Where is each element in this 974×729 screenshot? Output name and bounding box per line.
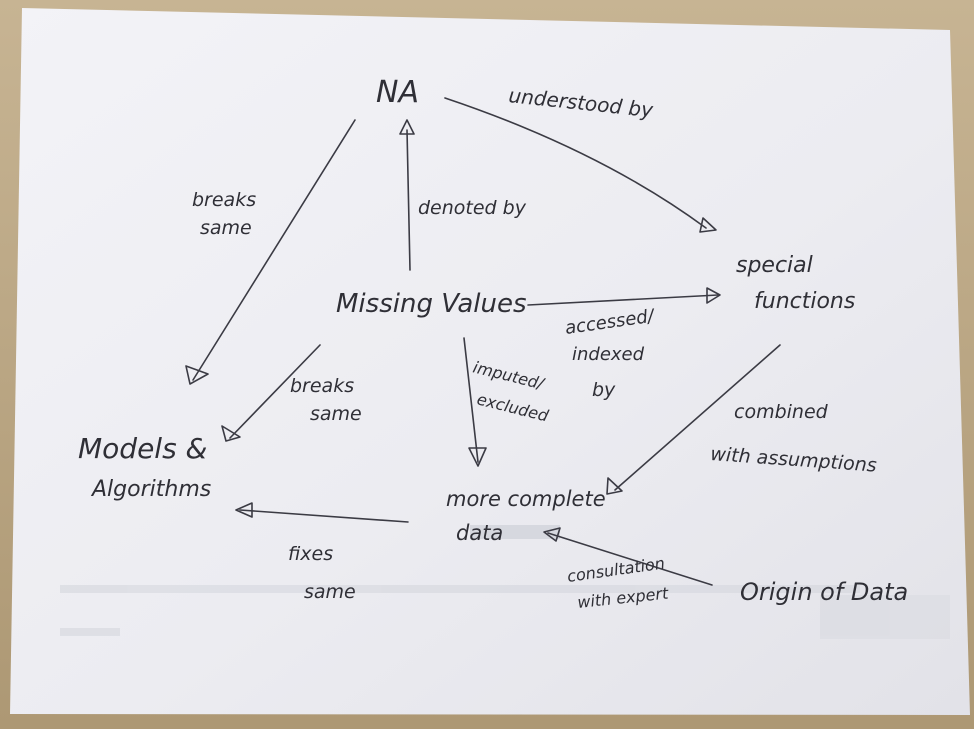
label-understood-by: understood by <box>507 83 655 122</box>
arrow-na-to-models <box>192 119 356 381</box>
node-more-complete-line2: data <box>456 521 503 545</box>
show-through-line-2 <box>60 628 120 636</box>
arrow-missing-to-more <box>463 337 479 463</box>
node-special-line2: functions <box>754 289 855 314</box>
arrow-special-to-more <box>614 344 781 491</box>
paper-surface <box>10 8 970 715</box>
label-denoted-by: denoted by <box>418 197 527 219</box>
node-special-line1: special <box>736 253 813 278</box>
node-missing-values: Missing Values <box>336 289 527 319</box>
show-through-block <box>470 525 560 539</box>
label-fixes-2: same <box>304 581 356 603</box>
label-fixes-1: fixes <box>288 543 333 565</box>
arrow-missing-to-models <box>229 344 321 439</box>
arrow-more-to-models <box>239 509 409 523</box>
node-na: NA <box>376 75 419 110</box>
node-models-line1: Models & <box>78 432 207 465</box>
label-imputed-1: imputed/ <box>471 357 547 393</box>
label-accessed-2: indexed <box>572 344 645 365</box>
label-combined-1: combined <box>734 401 829 423</box>
arrow-origin-to-more <box>547 532 713 586</box>
arrowhead-special-more <box>606 477 623 495</box>
arrowhead-missing-more <box>468 447 487 467</box>
arrowhead-missing-models <box>221 425 241 442</box>
arrowhead-missing-special <box>706 287 721 304</box>
label-combined-2: with assumptions <box>710 443 878 477</box>
arrow-missing-to-special <box>527 294 719 306</box>
show-through-logo <box>820 595 950 639</box>
arrows <box>185 97 781 586</box>
node-origin-of-data: Origin of Data <box>740 578 908 606</box>
label-imputed-2: excluded <box>475 389 551 425</box>
nodes: NA Missing Values Models & Algorithms sp… <box>78 75 908 606</box>
arrowhead-na-models <box>185 365 209 385</box>
label-breaks-mid-2: same <box>310 403 362 425</box>
label-accessed-3: by <box>592 379 616 401</box>
label-breaks-top-2: same <box>200 217 252 239</box>
show-through-line <box>60 585 860 593</box>
node-models-line2: Algorithms <box>90 477 211 502</box>
node-more-complete-line1: more complete <box>446 487 606 511</box>
label-breaks-top-1: breaks <box>192 189 256 211</box>
label-consult-1: consultation <box>566 553 666 586</box>
arrowhead-na-special <box>699 217 717 233</box>
arrowhead-more-models <box>235 502 253 518</box>
arrowhead-origin-more <box>543 527 561 542</box>
arrow-na-to-special <box>444 97 707 229</box>
label-breaks-mid-1: breaks <box>290 375 354 397</box>
arrow-missing-to-na <box>406 129 411 271</box>
arrowhead-missing-na <box>399 119 415 135</box>
label-accessed-1: accessed/ <box>564 305 657 338</box>
show-through-text <box>60 525 950 639</box>
